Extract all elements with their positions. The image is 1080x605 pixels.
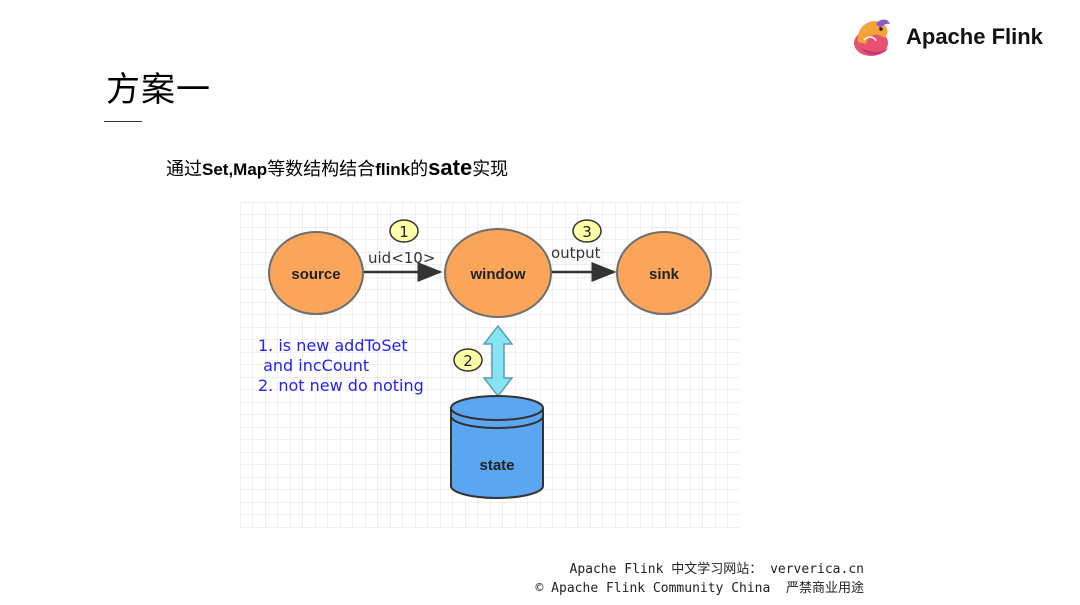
title-divider bbox=[104, 121, 142, 122]
subtitle-part: Set,Map bbox=[202, 160, 268, 179]
subtitle-part: sate bbox=[428, 155, 473, 180]
node-source: source bbox=[268, 231, 364, 315]
slide-subtitle: 通过 Set,Map 等数结构结合 flink 的 sate 实现 bbox=[166, 155, 508, 181]
node-state-label: state bbox=[479, 457, 514, 474]
step-1-badge: 1 bbox=[389, 219, 419, 243]
subtitle-part: flink bbox=[375, 160, 411, 179]
step-2-number: 2 bbox=[463, 352, 473, 370]
step-3-number: 3 bbox=[582, 223, 592, 241]
note-line-3: 2. not new do noting bbox=[258, 376, 424, 395]
step-3-label: output bbox=[551, 244, 601, 262]
footer-website: Apache Flink 中文学习网站： ververica.cn bbox=[569, 562, 865, 577]
flink-squirrel-icon bbox=[854, 19, 890, 56]
node-window: window bbox=[444, 228, 552, 318]
node-sink: sink bbox=[616, 231, 712, 315]
brand-name: Apache Flink bbox=[906, 24, 1043, 49]
dedup-rule-note: 1. is new addToSet and incCount 2. not n… bbox=[258, 336, 424, 395]
page-title: 方案一 bbox=[106, 70, 211, 110]
subtitle-part: 的 bbox=[410, 159, 429, 180]
note-line-1: 1. is new addToSet bbox=[258, 336, 408, 355]
step-3-badge: 3 bbox=[572, 219, 602, 243]
footer-copyright: © Apache Flink Community China 严禁商业用途 bbox=[535, 581, 864, 596]
step-2-badge: 2 bbox=[453, 348, 483, 372]
node-state: state bbox=[450, 395, 544, 499]
subtitle-part: 等数结构结合 bbox=[267, 159, 376, 180]
note-line-2: and incCount bbox=[258, 356, 369, 375]
step-1-label: uid<10> bbox=[368, 249, 435, 267]
brand-logo: Apache Flink bbox=[850, 14, 1043, 60]
dedup-flow-diagram: source window sink state 1 uid<10> 2 3 o… bbox=[240, 202, 740, 528]
node-sink-label: sink bbox=[649, 266, 680, 283]
subtitle-part: 通过 bbox=[166, 159, 202, 180]
subtitle-part: 实现 bbox=[472, 159, 509, 180]
node-window-label: window bbox=[470, 266, 526, 283]
slide-footer: Apache Flink 中文学习网站： ververica.cn © Apac… bbox=[536, 560, 864, 598]
node-source-label: source bbox=[291, 266, 340, 283]
step-1-number: 1 bbox=[399, 223, 409, 241]
